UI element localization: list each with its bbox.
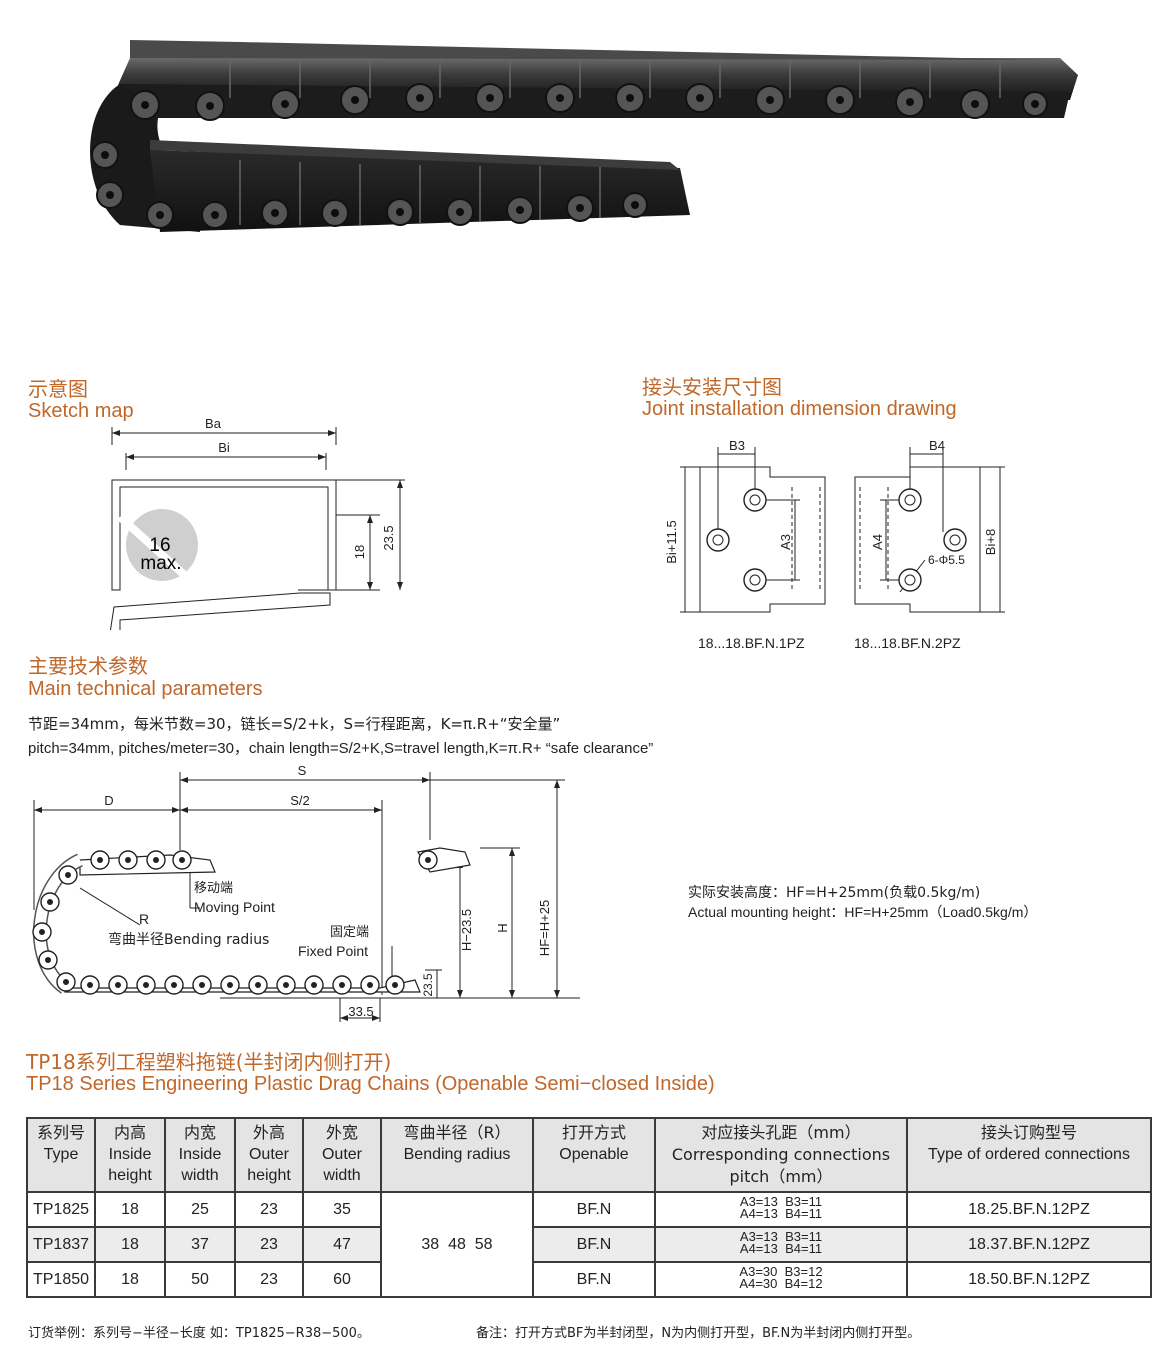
label-d: D xyxy=(104,793,113,808)
series-title-cn: TP18系列工程塑料拖链(半封闭内侧打开) xyxy=(26,1050,392,1074)
bending-label: 弯曲半径Bending radius xyxy=(108,931,269,948)
params-title-en: Main technical parameters xyxy=(28,678,263,700)
label-23-5: 23.5 xyxy=(381,525,396,550)
label-a4: A4 xyxy=(870,534,885,550)
label-max: max. xyxy=(140,553,181,574)
params-line-cn: 节距=34mm，每米节数=30，链长=S/2+k，S=行程距离，K=π.R+“安… xyxy=(28,715,561,733)
cell-inside-height: 18 xyxy=(94,1261,166,1298)
label-bi-11-5: Bi+11.5 xyxy=(664,520,679,564)
cell-inside-width: 37 xyxy=(164,1226,236,1263)
label-d-23-5: 23.5 xyxy=(421,973,435,997)
sketch-map-drawing: Ba Bi 16 max. 18 23.5 xyxy=(109,416,405,630)
label-b4: B4 xyxy=(929,438,945,453)
label-a3: A3 xyxy=(778,534,793,550)
cell-type: TP1837 xyxy=(26,1226,96,1263)
cell-order: 18.50.BF.N.12PZ xyxy=(906,1261,1152,1298)
sketch-title-cn: 示意图 xyxy=(28,377,88,401)
label-hf: HF=H+25 xyxy=(537,900,552,956)
params-line-en: pitch=34mm, pitches/meter=30，chain lengt… xyxy=(28,740,654,757)
label-bi-8: Bi+8 xyxy=(983,529,998,555)
footer-note: 备注：打开方式BF为半封闭型，N为内侧打开型，BF.N为半封闭内侧打开型。 xyxy=(476,1326,921,1341)
cell-outer-width: 35 xyxy=(302,1191,382,1228)
label-bi: Bi xyxy=(218,440,230,455)
sketch-title-en: Sketch map xyxy=(28,400,134,422)
label-h-23-5: H−23.5 xyxy=(459,909,474,951)
cell-inside-width: 25 xyxy=(164,1191,236,1228)
cell-outer-width: 47 xyxy=(302,1226,382,1263)
label-16: 16 xyxy=(149,535,170,556)
cell-bending-radius: 38 48 58 xyxy=(380,1191,534,1298)
installation-diagram: S S/2 D 移动端 Moving Point R 弯曲半径Bending r… xyxy=(32,763,580,1022)
fixed-en: Fixed Point xyxy=(298,943,368,959)
series-title-en: TP18 Series Engineering Plastic Drag Cha… xyxy=(26,1073,715,1095)
cell-order: 18.37.BF.N.12PZ xyxy=(906,1226,1152,1263)
header-pitch: 对应接头孔距（mm）Corresponding connections pitc… xyxy=(654,1117,908,1193)
pitch-line-2: A4=30 B4=12 xyxy=(739,1276,823,1291)
fixed-cn: 固定端 xyxy=(330,925,369,940)
label-ba: Ba xyxy=(205,416,222,431)
pitch-line-1: A3=13 B3=11 xyxy=(739,1229,823,1244)
header-bending-radius: 弯曲半径（R）Bending radius xyxy=(380,1117,534,1193)
mounting-height-en: Actual mounting height：HF=H+25mm（Load0.5… xyxy=(688,904,1038,920)
cell-inside-height: 18 xyxy=(94,1226,166,1263)
joint-title-cn: 接头安装尺寸图 xyxy=(642,375,782,399)
cell-openable: BF.N xyxy=(532,1261,656,1298)
cell-order: 18.25.BF.N.12PZ xyxy=(906,1191,1152,1228)
cell-openable: BF.N xyxy=(532,1191,656,1228)
label-h: H xyxy=(495,923,510,932)
joint-drawing: B3 B4 A3 A4 Bi+11.5 Bi+8 6-Φ5.5 xyxy=(664,438,1005,613)
cell-openable: BF.N xyxy=(532,1226,656,1263)
pitch-line-2: A4=13 B4=11 xyxy=(739,1241,823,1256)
cell-outer-height: 23 xyxy=(234,1191,304,1228)
pitch-line-1: A3=30 B3=12 xyxy=(739,1264,823,1279)
cell-type: TP1850 xyxy=(26,1261,96,1298)
pitch-line-1: A3=13 B3=11 xyxy=(739,1194,823,1209)
cell-outer-height: 23 xyxy=(234,1226,304,1263)
table-row: TP1825 18 25 23 35 38 48 58 BF.N A3=13 B… xyxy=(26,1191,1152,1298)
joint-caption-2: 18...18.BF.N.2PZ xyxy=(854,635,961,651)
drag-chain-photo xyxy=(90,40,1078,232)
moving-en: Moving Point xyxy=(194,899,275,915)
joint-title-en: Joint installation dimension drawing xyxy=(642,398,957,420)
cell-outer-height: 23 xyxy=(234,1261,304,1298)
pitch-line-2: A4=13 B4=11 xyxy=(739,1206,823,1221)
label-r: R xyxy=(139,911,149,927)
label-s: S xyxy=(298,763,307,778)
label-hole: 6-Φ5.5 xyxy=(928,553,965,567)
params-title-cn: 主要技术参数 xyxy=(28,654,148,678)
moving-cn: 移动端 xyxy=(194,881,233,896)
cell-inside-height: 18 xyxy=(94,1191,166,1228)
order-example: 订货举例：系列号−半径−长度 如：TP1825−R38−500。 xyxy=(28,1326,370,1341)
mounting-height-cn: 实际安装高度：HF=H+25mm(负载0.5kg/m) xyxy=(688,885,981,901)
label-33-5: 33.5 xyxy=(348,1004,373,1019)
label-s2: S/2 xyxy=(290,793,310,808)
cell-inside-width: 50 xyxy=(164,1261,236,1298)
label-b3: B3 xyxy=(729,438,745,453)
joint-caption-1: 18...18.BF.N.1PZ xyxy=(698,635,805,651)
label-18: 18 xyxy=(352,545,367,559)
cell-outer-width: 60 xyxy=(302,1261,382,1298)
cell-type: TP1825 xyxy=(26,1191,96,1228)
